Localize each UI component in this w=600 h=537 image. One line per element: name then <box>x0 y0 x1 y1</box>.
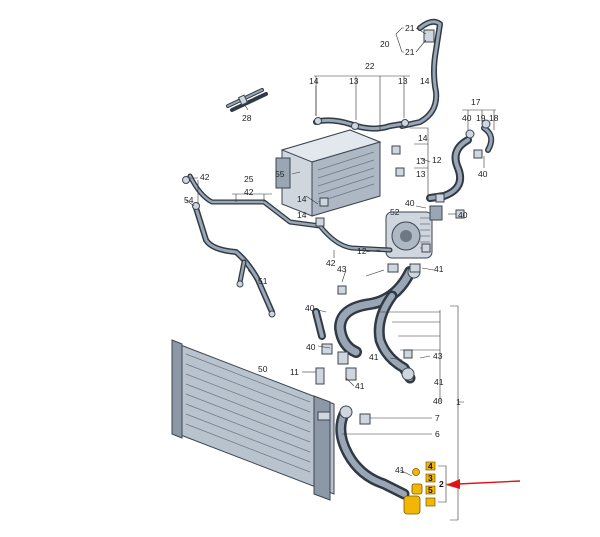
part-central-hoses <box>312 265 421 384</box>
callout-40: 40 <box>305 303 315 313</box>
part-hose-17 <box>426 119 495 202</box>
callout-40: 40 <box>458 210 468 220</box>
callout-41: 41 <box>395 465 405 475</box>
callout-11: 11 <box>290 367 299 377</box>
callout-51: 51 <box>258 276 268 286</box>
callout-14: 14 <box>297 210 307 220</box>
callout-4: 4 <box>428 461 433 471</box>
callout-42: 42 <box>200 172 210 182</box>
part-lower-hose <box>335 405 410 500</box>
callout-54: 54 <box>184 195 194 205</box>
callout-21: 21 <box>405 47 415 57</box>
callout-13: 13 <box>416 169 426 179</box>
part-pipe-51 <box>193 205 276 318</box>
part-28 <box>226 88 268 112</box>
callout-40: 40 <box>306 342 316 352</box>
callout-13: 13 <box>398 76 408 86</box>
callout-40: 40 <box>405 198 415 208</box>
callout-42: 42 <box>244 187 254 197</box>
callout-52: 52 <box>390 207 400 217</box>
callout-40: 40 <box>462 113 472 123</box>
part-55-module <box>275 129 382 217</box>
callout-18: 18 <box>489 113 499 123</box>
callout-25: 25 <box>244 174 254 184</box>
part-top-pipe <box>399 18 443 129</box>
callout-19: 19 <box>476 113 486 123</box>
callout-20: 20 <box>380 39 390 49</box>
callout-50: 50 <box>258 364 268 374</box>
callout-28: 28 <box>242 113 252 123</box>
callout-12: 12 <box>357 246 367 256</box>
callout-40: 40 <box>433 396 443 406</box>
callout-5: 5 <box>428 485 433 495</box>
callout-labels: 20 21 21 22 14 13 13 14 28 17 40 19 18 4… <box>184 23 499 495</box>
callout-14: 14 <box>418 133 428 143</box>
callout-14: 14 <box>309 76 319 86</box>
arrow-pointer-icon <box>446 479 521 489</box>
callout-14: 14 <box>420 76 430 86</box>
callout-13: 13 <box>416 156 426 166</box>
part-50-radiator <box>171 339 335 501</box>
callout-43: 43 <box>337 264 347 274</box>
callout-41: 41 <box>355 381 365 391</box>
callout-14: 14 <box>297 194 307 204</box>
callout-17: 17 <box>471 97 481 107</box>
callout-6: 6 <box>435 429 440 439</box>
callout-40: 40 <box>478 169 488 179</box>
callout-13: 13 <box>349 76 359 86</box>
part-outlet-highlight <box>403 461 436 515</box>
part-52-pump <box>385 205 443 259</box>
callout-2: 2 <box>439 479 444 489</box>
callout-3: 3 <box>428 473 433 483</box>
callout-12: 12 <box>432 155 442 165</box>
callout-7: 7 <box>435 413 440 423</box>
callout-22: 22 <box>365 61 375 71</box>
leader-lines <box>185 27 496 521</box>
callout-43: 43 <box>433 351 443 361</box>
callout-55: 55 <box>275 169 285 179</box>
callout-1: 1 <box>456 397 461 407</box>
callout-41: 41 <box>434 264 444 274</box>
callout-42: 42 <box>326 258 336 268</box>
part-hose-22 <box>313 117 409 132</box>
callout-41: 41 <box>369 352 379 362</box>
callout-41: 41 <box>434 377 444 387</box>
callout-21: 21 <box>405 23 415 33</box>
